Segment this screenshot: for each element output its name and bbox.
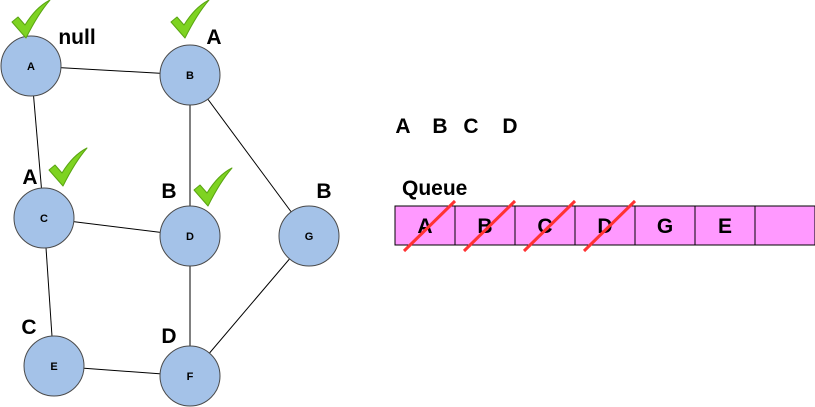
node-circle <box>159 205 221 267</box>
queue-cell-label: G <box>657 215 673 238</box>
visited-order: A B C D <box>395 115 517 138</box>
node-circle <box>23 335 85 397</box>
queue-cell-label: E <box>718 215 732 238</box>
strike-mark <box>402 199 457 253</box>
node-label: E <box>50 361 57 373</box>
strike-mark <box>462 199 517 253</box>
graph-nodes: A B C D G E F <box>0 35 340 407</box>
visited-item: C <box>463 115 478 138</box>
queue-title: Queue <box>402 177 467 200</box>
edge-f-g <box>189 235 310 377</box>
parent-label-d: B <box>161 180 176 203</box>
queue-cell: D <box>574 199 637 253</box>
node-label: B <box>186 70 194 82</box>
node-c: C <box>13 187 75 249</box>
queue-cell: A <box>394 199 457 253</box>
node-circle <box>13 187 75 249</box>
parent-label-g: B <box>316 180 331 203</box>
node-b: B <box>159 44 221 106</box>
checkmark-icon <box>170 0 210 39</box>
node-g: G <box>278 205 340 267</box>
queue-cell: B <box>454 199 517 253</box>
node-label: D <box>186 231 194 243</box>
queue-cell-box <box>754 205 815 246</box>
node-d: D <box>159 205 221 267</box>
parent-label-a: null <box>58 26 95 49</box>
node-label: F <box>187 371 194 383</box>
visited-item: B <box>432 115 447 138</box>
checkmark-icon <box>11 0 51 39</box>
strike-mark <box>582 199 637 253</box>
queue-cell-box <box>694 205 756 246</box>
node-label: A <box>27 61 35 73</box>
node-a: A <box>0 35 62 97</box>
node-label: G <box>305 231 314 243</box>
queue-cell-box <box>634 205 696 246</box>
node-e: E <box>23 335 85 397</box>
visited-item: D <box>502 115 517 138</box>
parent-label-c: A <box>22 166 37 189</box>
parent-label-f: D <box>161 325 176 348</box>
visited-item: A <box>395 115 410 138</box>
visited-checkmarks <box>11 0 233 207</box>
queue-cell: C <box>514 199 577 253</box>
checkmark-icon <box>48 147 88 187</box>
parent-label-b: A <box>206 26 221 49</box>
queue-cell <box>754 205 815 246</box>
node-circle <box>278 205 340 267</box>
strike-mark <box>522 199 577 253</box>
node-label: C <box>40 213 48 225</box>
parent-label-e: C <box>21 316 36 339</box>
node-circle <box>159 345 221 407</box>
checkmark-icon <box>193 167 233 207</box>
queue-cell: G <box>634 205 696 246</box>
queue-cell: E <box>694 205 756 246</box>
node-circle <box>0 35 62 97</box>
edge-b-g <box>189 74 310 237</box>
node-f: F <box>159 345 221 407</box>
node-circle <box>159 44 221 106</box>
